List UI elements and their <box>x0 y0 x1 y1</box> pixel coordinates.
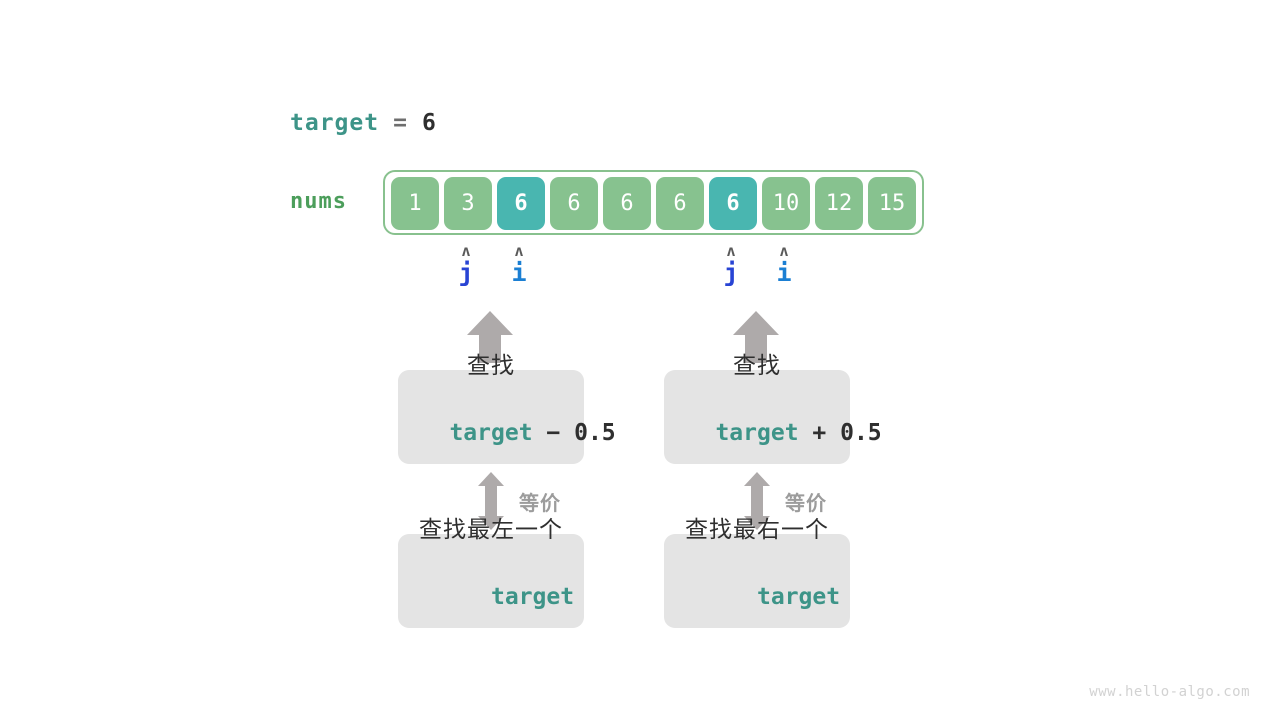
array-cell: 12 <box>815 177 863 230</box>
left-bottom-target: target <box>491 584 575 610</box>
array-cell: 6 <box>550 177 598 230</box>
pointer-label: j <box>723 258 739 287</box>
up-arrow-right <box>733 311 779 363</box>
right-top-operand: 0.5 <box>840 420 882 446</box>
pointer-label: i <box>776 258 792 287</box>
left-top-target: target <box>449 420 533 446</box>
left-top-operand: 0.5 <box>574 420 616 446</box>
pointer-caret-icon: ʌ <box>726 242 736 260</box>
array-cell: 3 <box>444 177 492 230</box>
left-bottom-box: 查找最左一个 target <box>398 517 584 628</box>
equivalence-label-right: 等价 <box>785 491 827 515</box>
pointer-label: j <box>458 258 474 287</box>
equivalence-label-left: 等价 <box>519 491 561 515</box>
equivalence-arrow-right <box>744 472 770 530</box>
target-variable-name: target <box>290 110 380 136</box>
array-cell: 6 <box>497 177 545 230</box>
left-bottom-box-line1: 查找最左一个 <box>419 517 563 543</box>
left-top-box-expression: target − 0.5 <box>366 382 615 484</box>
array-cell: 10 <box>762 177 810 230</box>
pointer-caret-icon: ʌ <box>461 242 471 260</box>
site-watermark: www.hello-algo.com <box>1089 684 1250 700</box>
right-top-operator: + <box>798 420 841 446</box>
equivalence-arrow-left <box>478 472 504 530</box>
pointer-label: i <box>511 258 527 287</box>
right-top-box: 查找 target + 0.5 <box>664 353 882 464</box>
left-bottom-box-expression: target <box>408 546 574 648</box>
left-top-operator: − <box>532 420 575 446</box>
pointer-caret-icon: ʌ <box>514 242 524 260</box>
array-cell: 15 <box>868 177 916 230</box>
array-cell: 1 <box>391 177 439 230</box>
right-bottom-box-line1: 查找最右一个 <box>685 517 829 543</box>
right-top-box-line1: 查找 <box>733 353 781 379</box>
right-bottom-target: target <box>757 584 841 610</box>
equals-sign: = <box>393 110 408 136</box>
right-bottom-box: 查找最右一个 target <box>664 517 850 628</box>
pointer-caret-icon: ʌ <box>779 242 789 260</box>
up-arrow-left <box>467 311 513 363</box>
array-cell: 6 <box>709 177 757 230</box>
right-top-box-expression: target + 0.5 <box>632 382 881 484</box>
array-cell: 6 <box>603 177 651 230</box>
right-top-target: target <box>715 420 799 446</box>
target-value: 6 <box>421 110 437 136</box>
array-cell: 6 <box>656 177 704 230</box>
left-top-box-line1: 查找 <box>467 353 515 379</box>
left-top-box: 查找 target − 0.5 <box>398 353 616 464</box>
right-bottom-box-expression: target <box>674 546 840 648</box>
target-declaration: target = 6 <box>290 110 437 136</box>
nums-variable-label: nums <box>290 189 347 214</box>
